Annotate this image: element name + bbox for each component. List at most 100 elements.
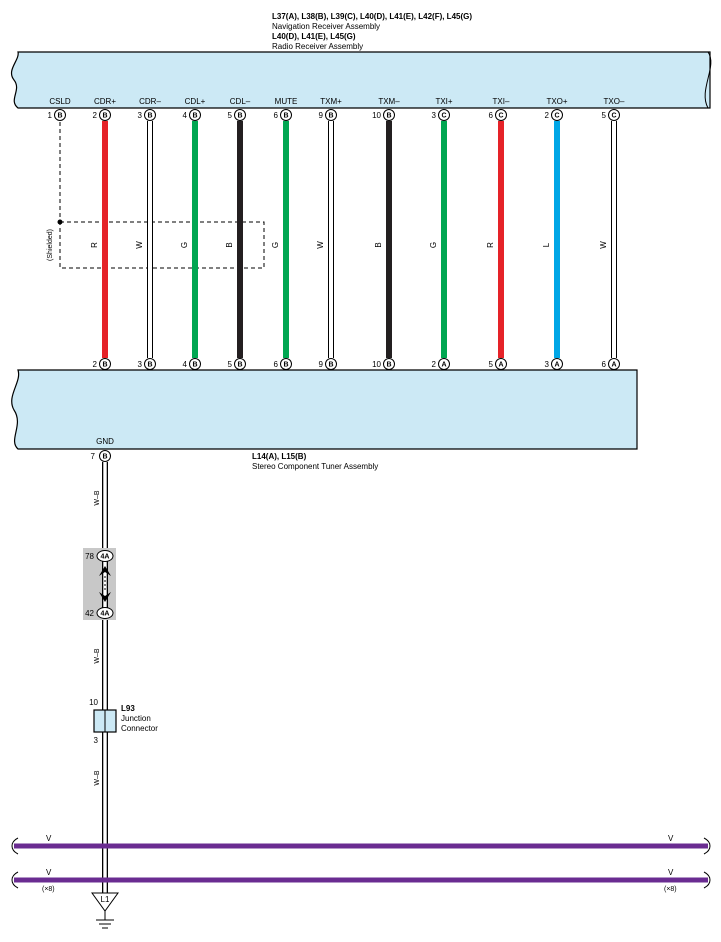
top-connector-0 xyxy=(54,109,66,121)
top-connector-7 xyxy=(383,109,395,121)
wire-color-code-4: B xyxy=(225,242,234,247)
bus-1-color-right: V xyxy=(668,834,674,843)
bus-1-color-left: V xyxy=(46,834,52,843)
top-pin-label-7: TXM– xyxy=(378,97,400,106)
bottom-connector-3-letter: B xyxy=(192,362,197,369)
top-connector-10 xyxy=(551,109,563,121)
top-connector-11-letter: C xyxy=(611,113,616,120)
top-pin-number-6: 9 xyxy=(319,111,324,120)
wire-color-code-7: B xyxy=(374,242,383,247)
top-pin-label-10: TXO+ xyxy=(546,97,567,106)
nav-assembly-codes: L37(A), L38(B), L39(C), L40(D), L41(E), … xyxy=(272,12,472,21)
top-pin-number-4: 5 xyxy=(228,111,233,120)
junction-pin-bottom: 3 xyxy=(94,736,99,745)
bottom-connector-11-letter: A xyxy=(611,362,616,369)
top-connector-9-letter: C xyxy=(498,113,503,120)
top-pin-number-9: 6 xyxy=(489,111,494,120)
bus-v-2 xyxy=(11,871,711,889)
bottom-connector-9-letter: A xyxy=(498,362,503,369)
top-pin-label-2: CDR– xyxy=(139,97,161,106)
top-connector-0-letter: B xyxy=(57,113,62,120)
stereo-tuner-module xyxy=(11,369,638,450)
tuner-name: Stereo Component Tuner Assembly xyxy=(252,462,378,471)
top-pin-number-7: 10 xyxy=(372,111,381,120)
bus-2-note-right: (×8) xyxy=(664,886,677,893)
wire-color-code-11: W xyxy=(599,241,608,249)
wire-color-code-10: L xyxy=(542,242,551,247)
ground-symbol xyxy=(91,892,119,929)
junction-pin-top: 10 xyxy=(89,698,98,707)
wire-color-code-3: G xyxy=(180,242,189,248)
top-connector-3-letter: B xyxy=(192,113,197,120)
bottom-pin-number-7: 10 xyxy=(372,360,381,369)
shield-box xyxy=(59,221,265,269)
top-connector-1 xyxy=(99,109,111,121)
top-pin-number-5: 6 xyxy=(274,111,279,120)
gnd-pin: 7 xyxy=(91,452,96,461)
bottom-pin-number-8: 2 xyxy=(432,360,437,369)
radio-assembly-codes: L40(D), L41(E), L45(G) xyxy=(272,32,356,41)
bottom-connector-4-letter: B xyxy=(237,362,242,369)
bottom-pin-number-6: 9 xyxy=(319,360,324,369)
bus-2-note-left: (×8) xyxy=(42,886,55,893)
bus-v-1 xyxy=(11,837,711,855)
junction-code: L93 xyxy=(121,704,135,713)
wire-color-code-6: W xyxy=(316,241,325,249)
signal-wires: CSLD1BCDR+2BR2BFRO+CDR–3BW3BFRO–CDL+4BG4… xyxy=(48,97,625,383)
bottom-connector-5-letter: B xyxy=(283,362,288,369)
bottom-connector-2-letter: B xyxy=(147,362,152,369)
top-connector-9 xyxy=(495,109,507,121)
nav-assembly-name: Navigation Receiver Assembly xyxy=(272,22,380,31)
gnd-connector-pin: B xyxy=(99,450,111,462)
top-connector-1-letter: B xyxy=(102,113,107,120)
top-pin-label-5: MUTE xyxy=(275,97,298,106)
top-connector-7-letter: B xyxy=(386,113,391,120)
ground-wire-color-1: W–B xyxy=(94,490,101,506)
wire-color-code-5: G xyxy=(271,242,280,248)
tuner-codes: L14(A), L15(B) xyxy=(252,452,307,461)
top-pin-number-1: 2 xyxy=(93,111,98,120)
shield-label: (Shielded) xyxy=(47,229,54,261)
svg-text:B: B xyxy=(102,454,107,461)
top-pin-number-11: 5 xyxy=(602,111,607,120)
top-pin-label-9: TXI– xyxy=(493,97,510,106)
top-pin-label-0: CSLD xyxy=(49,97,71,106)
bottom-pin-number-9: 5 xyxy=(489,360,494,369)
wire-color-code-2: W xyxy=(135,241,144,249)
top-pin-label-11: TXO– xyxy=(604,97,625,106)
inline-connector-bottom: 4A xyxy=(96,607,114,619)
inline-top-arrow xyxy=(99,566,111,576)
top-connector-3 xyxy=(189,109,201,121)
top-pin-label-1: CDR+ xyxy=(94,97,116,106)
top-connector-8-letter: C xyxy=(441,113,446,120)
bottom-pin-number-11: 6 xyxy=(602,360,607,369)
ground-wire-color-3: W–B xyxy=(94,770,101,786)
bottom-pin-number-10: 3 xyxy=(545,360,550,369)
wire-color-code-9: R xyxy=(486,242,495,248)
top-connector-2 xyxy=(144,109,156,121)
shield-junction-dot xyxy=(57,219,63,225)
top-pin-label-4: CDL– xyxy=(230,97,251,106)
bottom-pin-number-3: 4 xyxy=(183,360,188,369)
bus-2-color-left: V xyxy=(46,868,52,877)
bottom-pin-number-1: 2 xyxy=(93,360,98,369)
svg-text:4A: 4A xyxy=(101,611,110,618)
top-pin-number-2: 3 xyxy=(138,111,143,120)
top-connector-11 xyxy=(608,109,620,121)
bottom-connector-8-letter: A xyxy=(441,362,446,369)
bottom-connector-10-letter: A xyxy=(554,362,559,369)
top-pin-number-10: 2 xyxy=(545,111,550,120)
module-break-right xyxy=(704,51,712,109)
top-connector-4-letter: B xyxy=(237,113,242,120)
top-pin-number-0: 1 xyxy=(48,111,53,120)
ground-point-label: L1 xyxy=(101,895,110,904)
inline-top-pin: 78 xyxy=(85,552,94,561)
top-connector-5-letter: B xyxy=(283,113,288,120)
top-connector-2-letter: B xyxy=(147,113,152,120)
bottom-pin-number-2: 3 xyxy=(138,360,143,369)
radio-assembly-name: Radio Receiver Assembly xyxy=(272,42,363,51)
top-connector-10-letter: C xyxy=(554,113,559,120)
top-pin-label-3: CDL+ xyxy=(185,97,206,106)
bottom-connector-7-letter: B xyxy=(386,362,391,369)
